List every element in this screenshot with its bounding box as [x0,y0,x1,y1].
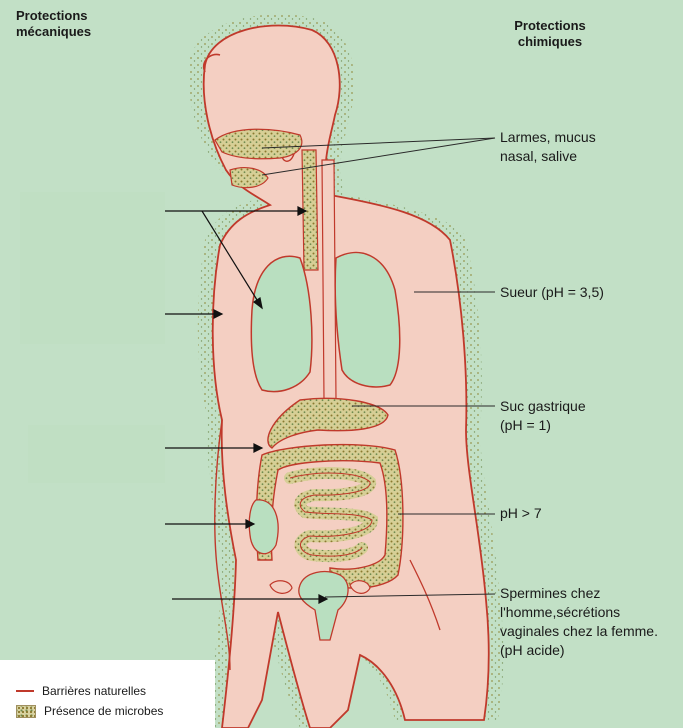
heading-chemical: Protections chimiques [500,18,600,50]
nasal-mucosa [215,129,302,159]
left-lung [251,256,312,391]
esophagus [322,160,336,400]
bladder [249,500,278,554]
legend-microbe-swatch-icon [16,705,36,718]
label-genital: Spermines chez l'homme,sécrétions vagina… [500,584,670,660]
label-intestine: pH > 7 [500,504,620,523]
legend-microbes-label: Présence de microbes [44,704,163,718]
answer-mask-2 [28,425,165,483]
legend-barrier-line-icon [16,690,34,692]
label-sweat: Sueur (pH = 3,5) [500,283,660,302]
label-gastric: Suc gastrique (pH = 1) [500,397,610,435]
legend-barriers-label: Barrières naturelles [42,684,146,698]
label-tears: Larmes, mucus nasal, salive [500,128,630,166]
answer-mask-1 [20,192,165,344]
legend-barriers: Barrières naturelles [16,684,146,698]
legend-microbes: Présence de microbes [16,704,163,718]
heading-mechanical: Protections mécaniques [16,8,166,40]
